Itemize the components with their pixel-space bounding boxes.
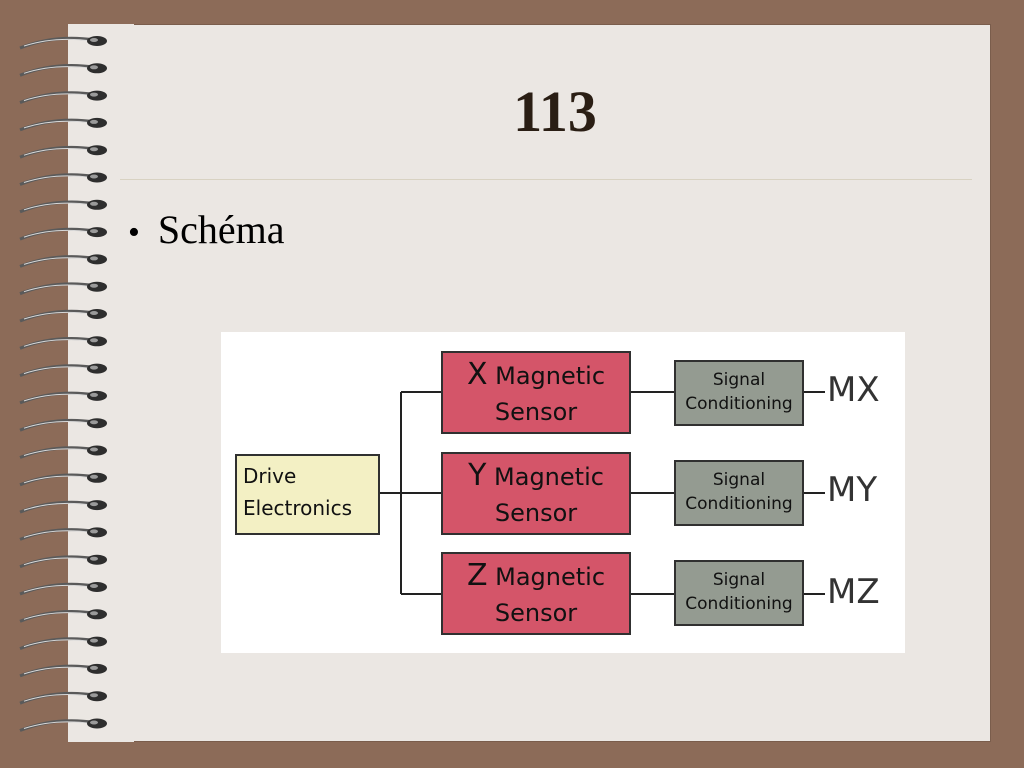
- signal-conditioning-block-x: Signal Conditioning: [674, 360, 804, 426]
- conditioning-label: Conditioning: [685, 394, 793, 414]
- sensor-label: Sensor: [494, 398, 578, 426]
- spiral-binding-icon: [19, 36, 107, 732]
- sensor-axis: Y: [468, 458, 487, 493]
- drive-label-line1: Drive: [243, 464, 297, 488]
- x-magnetic-sensor-block: X Magnetic Sensor: [441, 351, 631, 434]
- title-divider: [120, 179, 972, 180]
- sensor-axis: Z: [466, 558, 488, 593]
- signal-conditioning-block-z: Signal Conditioning: [674, 560, 804, 626]
- output-label-my: MY: [827, 470, 878, 510]
- drive-label-line2: Electronics: [243, 496, 353, 520]
- output-label-mz: MZ: [827, 572, 880, 612]
- connector-lines: [380, 391, 825, 595]
- sensor-label: Sensor: [494, 599, 578, 627]
- bullet-dot-icon: •: [128, 214, 140, 251]
- bullet-item: • Schéma: [128, 206, 285, 253]
- signal-conditioning-block-y: Signal Conditioning: [674, 460, 804, 526]
- bullet-text: Schéma: [157, 207, 285, 252]
- block-diagram: Drive Electronics X Magnetic Sensor Y Ma…: [221, 332, 905, 653]
- conditioning-label: Conditioning: [685, 594, 793, 614]
- conditioning-label: Signal: [712, 470, 766, 490]
- slide-title: 113: [513, 79, 597, 144]
- conditioning-label: Signal: [712, 370, 766, 390]
- output-label-mx: MX: [827, 370, 880, 410]
- sensor-label: Sensor: [494, 499, 578, 527]
- y-magnetic-sensor-block: Y Magnetic Sensor: [441, 452, 631, 535]
- z-magnetic-sensor-block: Z Magnetic Sensor: [441, 552, 631, 635]
- slide-page-margin: [68, 24, 134, 742]
- sensor-label: Magnetic: [495, 362, 606, 390]
- sensor-axis: X: [466, 357, 488, 392]
- conditioning-label: Conditioning: [685, 494, 793, 514]
- sensor-label: Magnetic: [494, 463, 604, 491]
- drive-electronics-block: Drive Electronics: [235, 454, 380, 535]
- sensor-label: Magnetic: [495, 563, 606, 591]
- conditioning-label: Signal: [712, 570, 766, 590]
